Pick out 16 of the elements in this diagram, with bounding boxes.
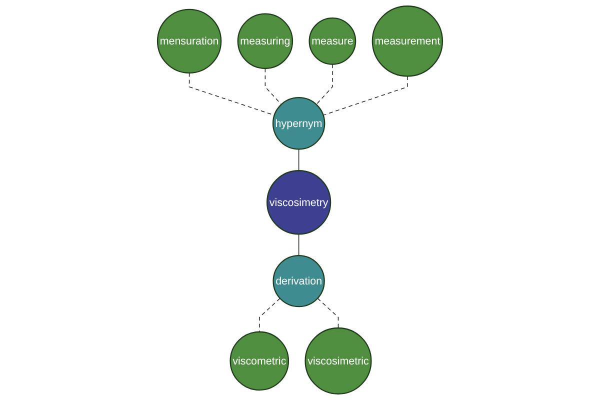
connector <box>316 64 333 105</box>
node-circle: measurement <box>372 6 444 77</box>
node-circle: measuring <box>237 13 294 70</box>
node-circle: measure <box>308 17 356 65</box>
connector <box>317 298 339 328</box>
connector <box>298 148 300 172</box>
node-circle: hypernym <box>272 97 326 150</box>
connector <box>264 68 282 105</box>
node-circle: mensuration <box>156 8 222 74</box>
connector <box>259 298 280 332</box>
connector <box>322 76 408 116</box>
node-circle: viscosimetric <box>304 327 372 394</box>
node-circle: viscometric <box>230 331 290 391</box>
node-circle: viscosimetry <box>266 170 332 235</box>
connector <box>298 234 300 256</box>
node-circle: derivation <box>272 254 325 308</box>
